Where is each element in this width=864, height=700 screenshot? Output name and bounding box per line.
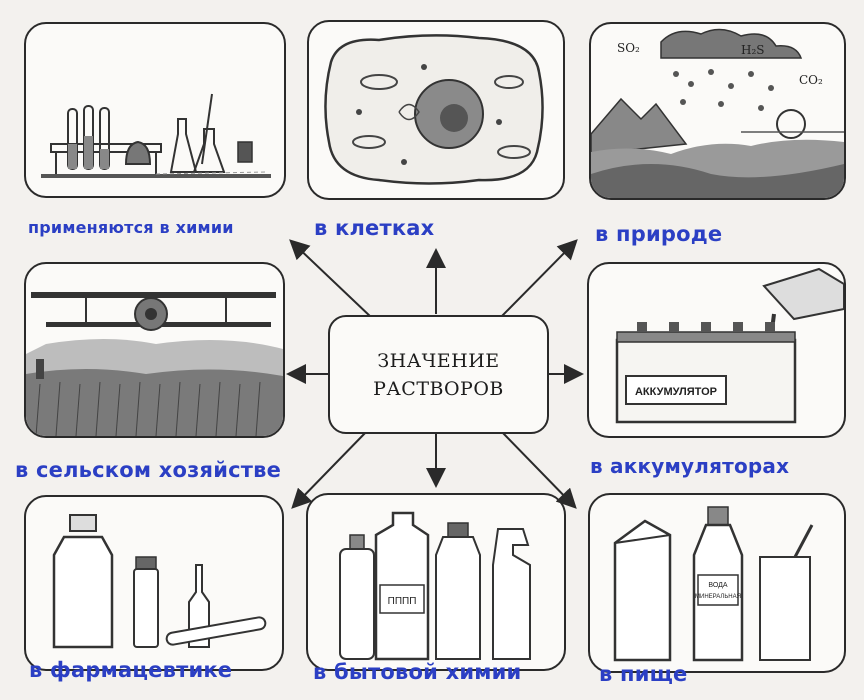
medicine-bottles-illustration (52, 514, 267, 649)
panel-food: ВОДА МИНЕРАЛЬНАЯ (588, 493, 846, 673)
center-title-line2: РАСТВОРОВ (373, 377, 504, 400)
caption-food: в пище (599, 662, 688, 686)
battery-illustration: АККУМУЛЯТОР (615, 267, 844, 424)
center-title-line1: ЗНАЧЕНИЕ (377, 349, 500, 372)
caption-chemistry: применяются в химии (28, 218, 234, 237)
center-concept-box: ЗНАЧЕНИЕ РАСТВОРОВ (328, 315, 549, 434)
caption-agriculture: в сельском хозяйстве (15, 458, 282, 482)
panel-accumulators: АККУМУЛЯТОР (587, 262, 846, 438)
co2-label: CO₂ (799, 73, 823, 87)
caption-accumulators: в аккумуляторах (590, 454, 790, 478)
panel-nature: SO₂ H₂S CO₂ (589, 22, 846, 200)
caption-pharma: в фармацевтике (29, 658, 233, 682)
panel-household: ПППП (306, 493, 566, 671)
water-label-1: ВОДА (708, 582, 727, 589)
panel-agriculture (24, 262, 285, 438)
battery-label: АККУМУЛЯТОР (635, 386, 717, 398)
caption-cells: в клетках (314, 216, 435, 240)
detergent-bottles-illustration: ПППП (339, 511, 531, 661)
cell-illustration (324, 34, 544, 185)
h2s-label: H₂S (741, 43, 765, 57)
panel-chemistry (24, 22, 286, 198)
bottle-label: ПППП (388, 596, 417, 607)
nature-illustration: SO₂ H₂S CO₂ (591, 28, 844, 198)
panel-pharma (24, 495, 284, 671)
panel-cells (307, 20, 565, 200)
water-label-2: МИНЕРАЛЬНАЯ (695, 594, 741, 600)
crop-duster-illustration (26, 292, 283, 436)
food-containers-illustration: ВОДА МИНЕРАЛЬНАЯ (613, 506, 814, 662)
so2-label: SO₂ (617, 41, 640, 55)
caption-nature: в природе (595, 222, 723, 246)
arrow-to-nature (499, 239, 578, 319)
lab-glassware-illustration (41, 93, 271, 178)
arrow-to-chemistry (289, 239, 373, 319)
caption-household: в бытовой химии (313, 660, 522, 684)
